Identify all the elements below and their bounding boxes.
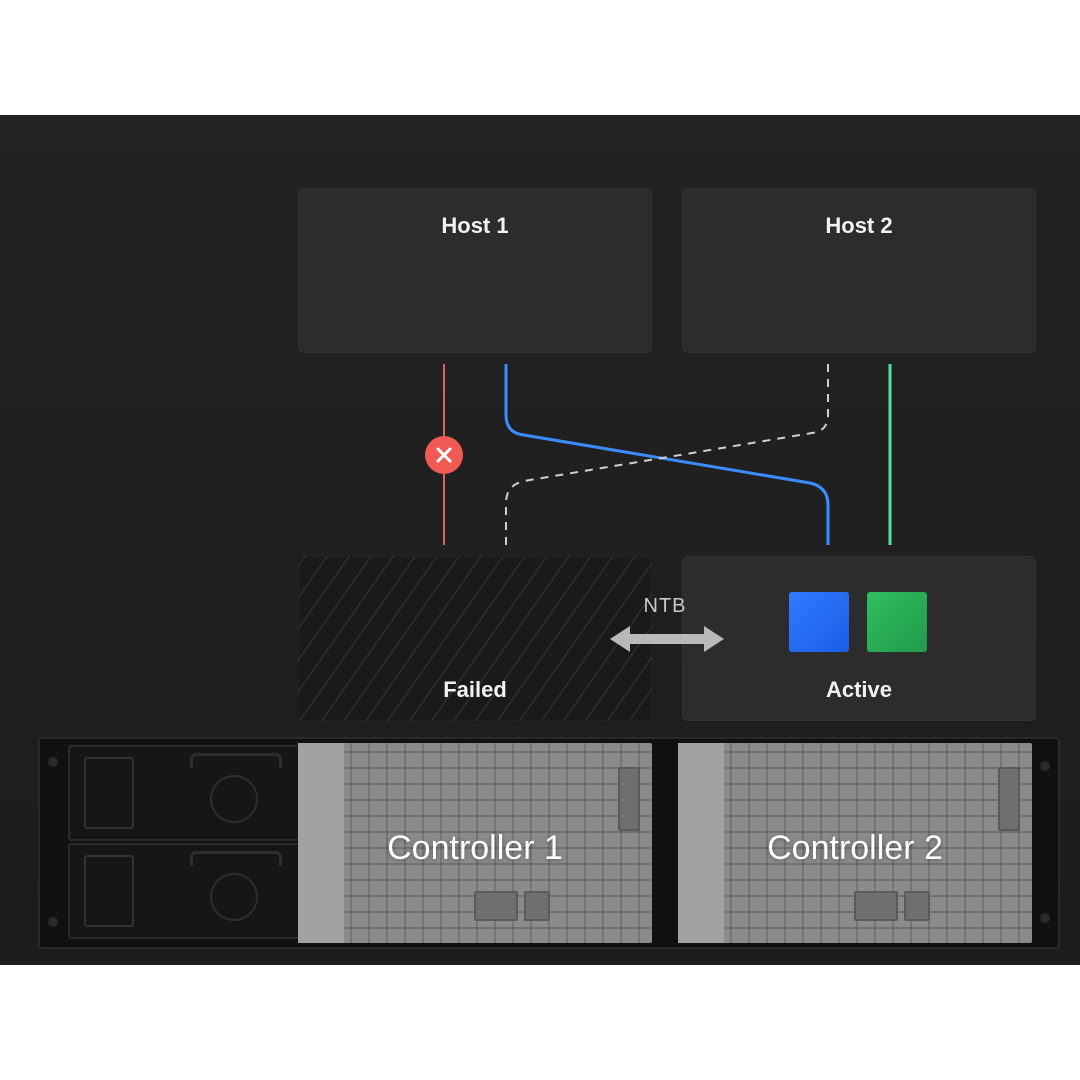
controller-latch (298, 743, 344, 943)
chassis-screw (48, 917, 58, 927)
active-label: Active (825, 677, 893, 702)
controller-2-label: Controller 2 (767, 829, 943, 867)
host-1-box: Host 1 (298, 188, 652, 353)
failed-controller-box: Failed (298, 556, 652, 721)
controller-1-module: Controller 1 (298, 743, 652, 943)
close-icon (425, 436, 463, 474)
psu-fan (210, 775, 258, 823)
host-2-box: Host 2 (682, 188, 1036, 353)
storage-chassis: Controller 1 Controller 2 (38, 737, 1060, 949)
controller-latch (678, 743, 724, 943)
power-socket (84, 757, 134, 829)
usb-port (524, 891, 550, 921)
psu-handle (190, 753, 282, 768)
host-1-label: Host 1 (441, 213, 509, 238)
psu-handle (190, 851, 282, 866)
standby-path (505, 364, 829, 545)
failed-label: Failed (443, 677, 507, 702)
chassis-screw (1040, 913, 1050, 923)
chassis-screw (48, 757, 58, 767)
usb-port (904, 891, 930, 921)
failover-path (504, 364, 830, 545)
blue-block (789, 592, 849, 652)
controller-2-module: Controller 2 (678, 743, 1032, 943)
power-supply (68, 745, 300, 841)
diagram-canvas: Host 1 Host 2 Failed Active NTB (0, 115, 1080, 965)
ntb-label: NTB (643, 595, 687, 617)
network-port (854, 891, 898, 921)
chassis-screw (1040, 761, 1050, 771)
power-supply (68, 843, 300, 939)
power-socket (84, 855, 134, 927)
serial-port (618, 767, 640, 831)
double-arrow-icon (610, 626, 724, 652)
network-port (474, 891, 518, 921)
active-controller-box: Active (682, 556, 1036, 721)
serial-port (998, 767, 1020, 831)
green-block (867, 592, 927, 652)
controller-1-label: Controller 1 (387, 829, 563, 867)
host-2-label: Host 2 (825, 213, 893, 238)
psu-fan (210, 873, 258, 921)
